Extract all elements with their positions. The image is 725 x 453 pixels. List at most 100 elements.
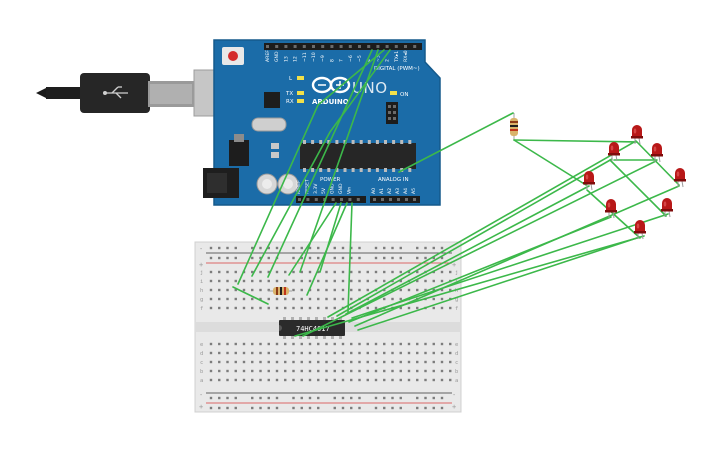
breadboard-hole[interactable] — [407, 306, 411, 310]
breadboard-hole[interactable] — [317, 306, 320, 310]
breadboard-hole[interactable] — [275, 406, 279, 410]
breadboard-hole[interactable] — [440, 378, 444, 382]
breadboard-hole[interactable] — [449, 351, 452, 355]
jumper-wire[interactable] — [288, 202, 337, 276]
breadboard-hole[interactable] — [267, 369, 270, 373]
breadboard-hole[interactable] — [234, 297, 237, 301]
header-pin-hole[interactable] — [339, 45, 343, 48]
breadboard-hole[interactable] — [399, 256, 402, 260]
breadboard-hole[interactable] — [333, 406, 336, 410]
breadboard-hole[interactable] — [234, 360, 237, 364]
breadboard-hole[interactable] — [440, 369, 444, 373]
breadboard-hole[interactable] — [308, 306, 312, 310]
breadboard-hole[interactable] — [350, 396, 353, 400]
breadboard-hole[interactable] — [333, 369, 336, 373]
red-led[interactable] — [674, 168, 686, 188]
breadboard-hole[interactable] — [209, 297, 213, 301]
breadboard-hole[interactable] — [317, 396, 320, 400]
breadboard-hole[interactable] — [399, 342, 402, 346]
header-pin-hole[interactable] — [373, 198, 376, 201]
breadboard-hole[interactable] — [383, 406, 386, 410]
breadboard-hole[interactable] — [325, 369, 328, 373]
jumper-wire[interactable] — [636, 141, 680, 186]
breadboard-hole[interactable] — [366, 270, 369, 274]
breadboard-hole[interactable] — [267, 270, 270, 274]
breadboard-hole[interactable] — [350, 342, 353, 346]
header-pin-hole[interactable] — [376, 45, 380, 48]
breadboard-hole[interactable] — [432, 279, 435, 283]
breadboard-hole[interactable] — [226, 351, 229, 355]
breadboard-hole[interactable] — [325, 360, 328, 364]
breadboard-hole[interactable] — [440, 406, 444, 410]
breadboard-hole[interactable] — [251, 288, 254, 292]
breadboard-hole[interactable] — [226, 360, 229, 364]
header-pin-hole[interactable] — [397, 198, 400, 201]
breadboard-hole[interactable] — [267, 256, 270, 260]
breadboard-hole[interactable] — [234, 369, 237, 373]
breadboard-hole[interactable] — [391, 369, 394, 373]
red-led[interactable] — [651, 143, 663, 163]
breadboard-hole[interactable] — [449, 270, 452, 274]
header-pin-hole[interactable] — [321, 45, 325, 48]
breadboard-hole[interactable] — [292, 369, 295, 373]
breadboard-hole[interactable] — [226, 342, 229, 346]
breadboard-hole[interactable] — [440, 396, 444, 400]
breadboard-hole[interactable] — [292, 342, 295, 346]
breadboard-hole[interactable] — [341, 378, 345, 382]
breadboard-hole[interactable] — [374, 351, 378, 355]
breadboard-hole[interactable] — [366, 288, 369, 292]
breadboard-hole[interactable] — [317, 297, 320, 301]
breadboard-hole[interactable] — [209, 288, 213, 292]
breadboard-hole[interactable] — [292, 378, 295, 382]
breadboard-hole[interactable] — [350, 297, 353, 301]
breadboard-hole[interactable] — [292, 306, 295, 310]
breadboard-hole[interactable] — [218, 270, 221, 274]
breadboard-hole[interactable] — [234, 246, 237, 250]
breadboard-hole[interactable] — [407, 351, 411, 355]
header-pin-hole[interactable] — [314, 198, 318, 201]
breadboard-hole[interactable] — [209, 256, 213, 260]
breadboard-hole[interactable] — [284, 279, 287, 283]
header-pin-hole[interactable] — [330, 45, 334, 48]
breadboard-hole[interactable] — [341, 279, 345, 283]
breadboard-hole[interactable] — [234, 288, 237, 292]
breadboard-hole[interactable] — [391, 256, 394, 260]
breadboard-hole[interactable] — [399, 351, 402, 355]
breadboard-hole[interactable] — [366, 279, 369, 283]
breadboard-hole[interactable] — [267, 297, 270, 301]
breadboard-hole[interactable] — [416, 360, 419, 364]
breadboard-hole[interactable] — [218, 351, 221, 355]
breadboard-hole[interactable] — [251, 246, 254, 250]
breadboard-hole[interactable] — [308, 406, 312, 410]
breadboard-hole[interactable] — [399, 360, 402, 364]
breadboard-hole[interactable] — [391, 351, 394, 355]
breadboard-hole[interactable] — [424, 342, 427, 346]
breadboard-hole[interactable] — [308, 369, 312, 373]
breadboard-hole[interactable] — [358, 288, 361, 292]
breadboard-hole[interactable] — [341, 288, 345, 292]
breadboard-hole[interactable] — [374, 270, 378, 274]
breadboard-hole[interactable] — [432, 288, 435, 292]
breadboard-hole[interactable] — [440, 246, 444, 250]
breadboard-hole[interactable] — [366, 306, 369, 310]
breadboard-hole[interactable] — [333, 256, 336, 260]
breadboard-hole[interactable] — [284, 297, 287, 301]
header-pin-hole[interactable] — [340, 198, 343, 201]
breadboard-hole[interactable] — [341, 396, 345, 400]
header-pin-hole[interactable] — [358, 45, 361, 48]
breadboard-hole[interactable] — [358, 351, 361, 355]
breadboard-hole[interactable] — [424, 279, 427, 283]
jumper-wire[interactable] — [232, 286, 269, 305]
breadboard-hole[interactable] — [358, 279, 361, 283]
header-pin-hole[interactable] — [348, 198, 352, 201]
breadboard-hole[interactable] — [341, 406, 345, 410]
breadboard-hole[interactable] — [284, 342, 287, 346]
breadboard-hole[interactable] — [242, 288, 246, 292]
breadboard-hole[interactable] — [234, 256, 237, 260]
breadboard-hole[interactable] — [242, 360, 246, 364]
breadboard-hole[interactable] — [432, 246, 435, 250]
breadboard-hole[interactable] — [259, 378, 262, 382]
breadboard-hole[interactable] — [424, 351, 427, 355]
breadboard-hole[interactable] — [259, 369, 262, 373]
breadboard-hole[interactable] — [226, 270, 229, 274]
